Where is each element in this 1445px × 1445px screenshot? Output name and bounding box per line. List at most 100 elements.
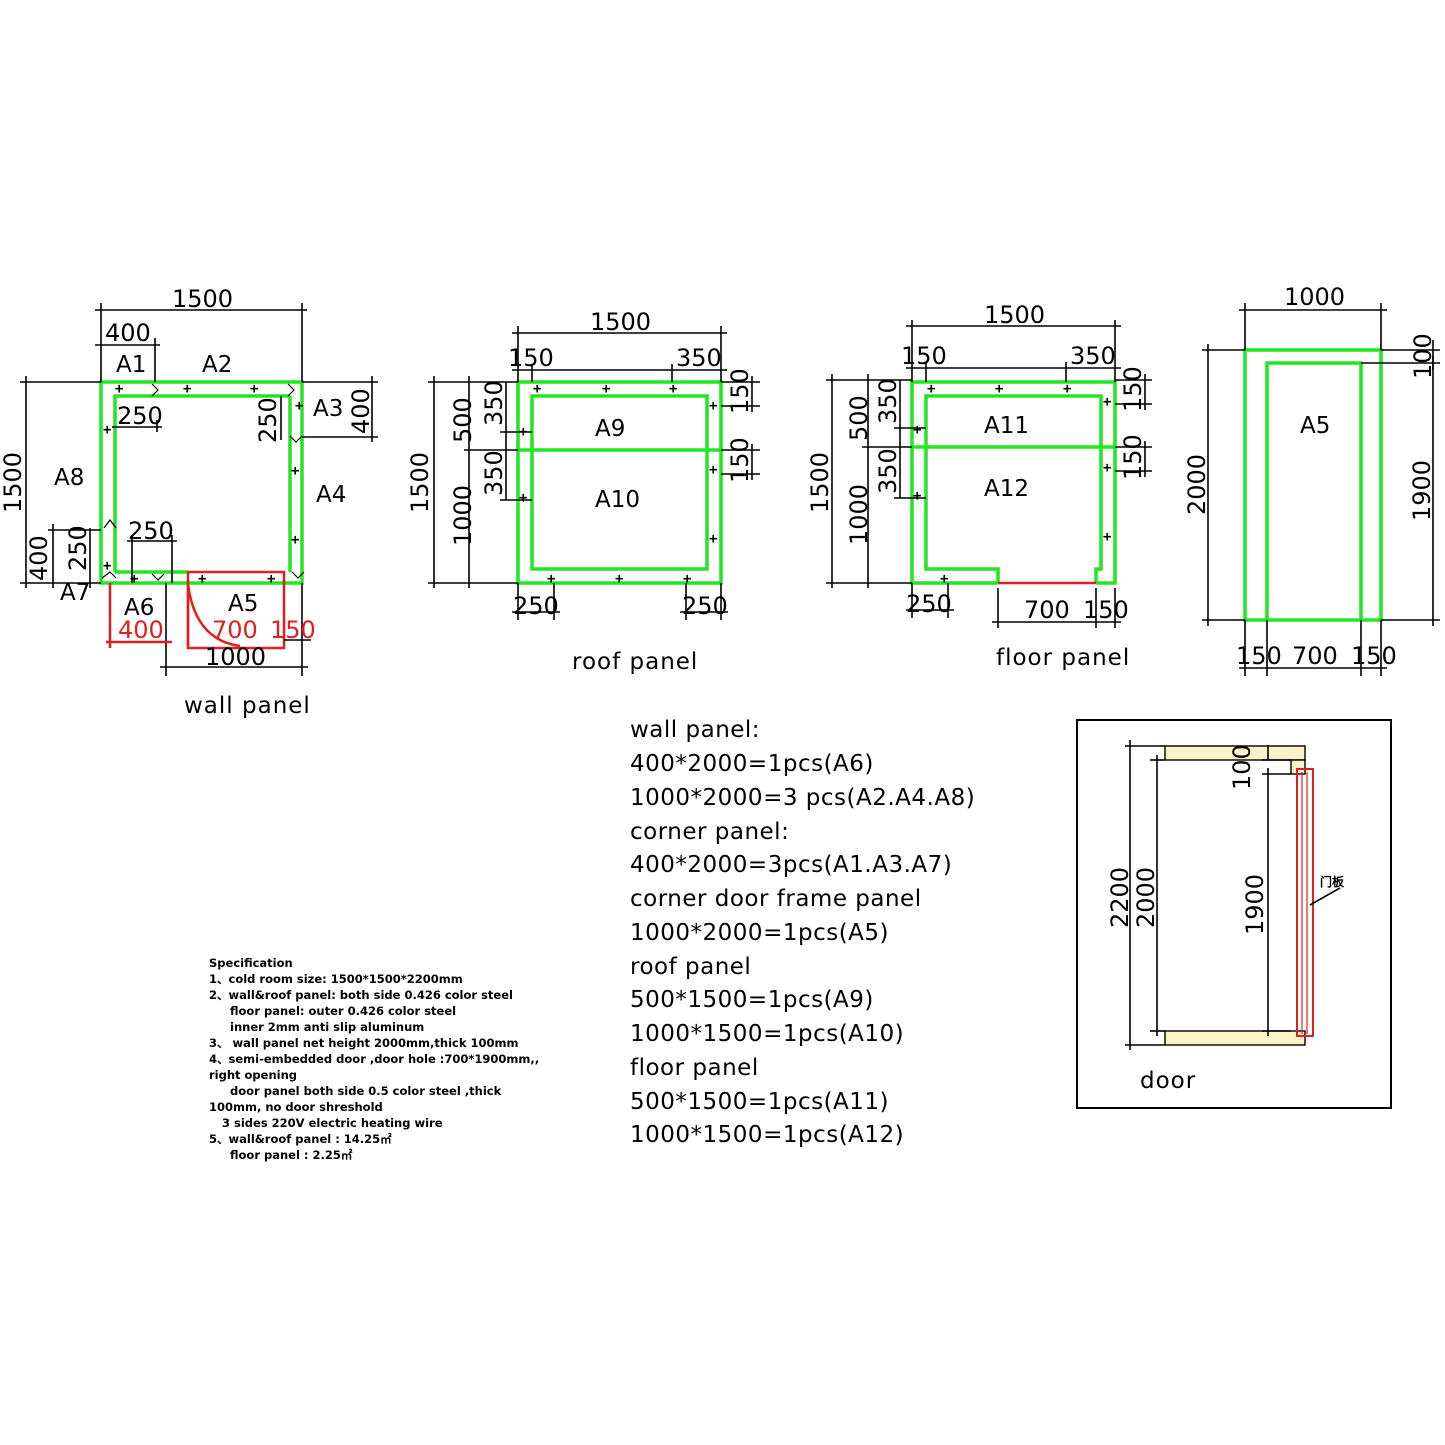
svg-text:+: + — [291, 463, 299, 479]
dim-corner-inset-right: 250 — [254, 397, 282, 443]
dim-door-outer: 2200 — [1106, 867, 1134, 928]
dim-floor-part-a: 500 — [845, 395, 873, 441]
spec-line: right opening — [209, 1068, 297, 1082]
svg-text:+: + — [913, 422, 921, 438]
roof-outer-outline — [516, 380, 723, 585]
svg-text:+: + — [130, 571, 138, 587]
svg-text:+: + — [291, 532, 299, 548]
label-a11: A11 — [984, 413, 1029, 439]
spec-line: 3、 wall panel net height 2000mm,thick 10… — [209, 1036, 518, 1050]
wall-joint-markers: ++ ++ ++ ++ ++ + — [103, 381, 303, 587]
dim-door-frame-height: 2000 — [1183, 454, 1211, 515]
dim-roof-part-b: 1000 — [449, 485, 477, 546]
dim-floor-split-b: 350 — [874, 448, 902, 494]
svg-text:+: + — [940, 571, 948, 587]
svg-text:+: + — [913, 488, 921, 504]
bom-line: corner door frame panel — [630, 886, 922, 912]
dim-door-frame-top-offset: 100 — [1409, 333, 1437, 379]
spec-line: floor panel : 2.25㎡ — [230, 1148, 353, 1162]
floor-panel-view: +++ ++ +++ + 1500 150 350 1500 500 1000 … — [806, 301, 1152, 671]
svg-text:+: + — [683, 571, 691, 587]
label-a4: A4 — [316, 482, 346, 508]
dim-door-frame-width: 1000 — [1284, 283, 1345, 311]
dim-door-frame-opening: 700 — [1292, 642, 1338, 670]
spec-line: inner 2mm anti slip aluminum — [230, 1020, 424, 1034]
dim-door-frame-opening-height: 1900 — [1408, 460, 1436, 521]
dim-roof-width: 1500 — [590, 308, 651, 336]
bom-line: corner panel: — [630, 819, 789, 845]
svg-text:+: + — [615, 571, 623, 587]
svg-text:+: + — [1063, 381, 1071, 397]
svg-text:+: + — [1103, 529, 1111, 545]
dim-floor-bottom-left: 250 — [906, 590, 952, 618]
bom-line: 1000*2000=3 pcs(A2.A4.A8) — [630, 785, 975, 811]
door-frame-opening — [1265, 361, 1363, 620]
dim-wall-total: 1500 — [172, 285, 233, 313]
dim-roof-height: 1500 — [406, 452, 434, 513]
bom-line: 1000*1500=1pcs(A12) — [630, 1122, 904, 1148]
dim-floor-part-b: 1000 — [845, 484, 873, 545]
dim-roof-part-a: 500 — [449, 397, 477, 443]
wall-outer-outline — [99, 380, 304, 585]
dim-a5-width: 1000 — [205, 643, 266, 671]
label-a5-frame: A5 — [1300, 413, 1330, 439]
dim-floor-split-a: 350 — [874, 378, 902, 424]
svg-text:+: + — [267, 571, 275, 587]
wall-red-dimension — [106, 583, 172, 648]
dim-roof-right-inset: 350 — [676, 344, 722, 372]
label-a3: A3 — [313, 396, 343, 422]
label-door-leaf: 门板 — [1320, 874, 1345, 889]
dim-roof-edge-b: 150 — [726, 437, 754, 483]
svg-text:+: + — [709, 531, 717, 547]
caption-roof-panel: roof panel — [572, 649, 698, 675]
label-a1: A1 — [116, 352, 146, 378]
dim-corner-inset-top: 250 — [117, 402, 163, 430]
dim-corner-inset-bottom: 250 — [128, 517, 174, 545]
dim-roof-split-a: 350 — [480, 380, 508, 426]
dim-a3-width: 400 — [347, 388, 375, 434]
spec-line: floor panel: outer 0.426 color steel — [230, 1004, 456, 1018]
roof-panel-view: +++ ++ +++ +++ 1500 150 350 1500 500 100… — [406, 308, 760, 675]
svg-text:+: + — [927, 381, 935, 397]
wall-panel-view: ++ ++ ++ ++ ++ + 1500 400 A1 A2 — [0, 285, 378, 719]
door-frame-outer — [1243, 348, 1383, 622]
dim-floor-edge-a: 150 — [1119, 366, 1147, 412]
svg-text:+: + — [183, 381, 191, 397]
floor-joint-markers: +++ ++ +++ + — [913, 381, 1111, 587]
door-detail-dimension-lines — [1125, 740, 1341, 1050]
svg-text:+: + — [1103, 394, 1111, 410]
door-detail-view: 2200 2000 100 1900 门板 door — [1076, 719, 1392, 1109]
label-a9: A9 — [595, 416, 625, 442]
spec-line: 100mm, no door shreshold — [209, 1100, 383, 1114]
bom-line: 1000*2000=1pcs(A5) — [630, 920, 889, 946]
roof-joint-markers: +++ ++ +++ +++ — [519, 381, 717, 587]
dim-roof-split-b: 350 — [480, 450, 508, 496]
svg-text:+: + — [709, 398, 717, 414]
bom-line: 400*2000=3pcs(A1.A3.A7) — [630, 852, 952, 878]
dim-a7-a: 400 — [25, 535, 53, 581]
floor-inner-outline — [924, 394, 1103, 583]
wall-door-swing — [186, 583, 241, 648]
svg-text:+: + — [115, 381, 123, 397]
floor-dimension-lines — [826, 320, 1152, 628]
dim-roof-bottom-left: 250 — [513, 592, 559, 620]
label-a8: A8 — [54, 465, 84, 491]
dim-wall-post: 150 — [270, 616, 316, 644]
bom-line: floor panel — [630, 1055, 759, 1081]
dim-wall-door: 700 — [212, 616, 258, 644]
svg-text:+: + — [1103, 460, 1111, 476]
label-a12: A12 — [984, 476, 1029, 502]
dim-floor-width: 1500 — [984, 301, 1045, 329]
dim-floor-post: 150 — [1083, 596, 1129, 624]
roof-dimension-lines — [428, 326, 760, 620]
spec-line: 3 sides 220V electric heating wire — [222, 1116, 443, 1130]
roof-inner-outline — [530, 394, 709, 571]
svg-text:+: + — [103, 558, 111, 574]
caption-floor-panel: floor panel — [996, 645, 1130, 671]
specification-notes: Specification 1、cold room size: 1500*150… — [209, 956, 539, 1162]
bom-line: roof panel — [630, 954, 751, 980]
spec-line: 4、semi-embedded door ,door hole :700*190… — [209, 1052, 539, 1066]
dim-floor-height: 1500 — [806, 452, 834, 513]
door-bottom-panel — [1164, 1030, 1306, 1046]
